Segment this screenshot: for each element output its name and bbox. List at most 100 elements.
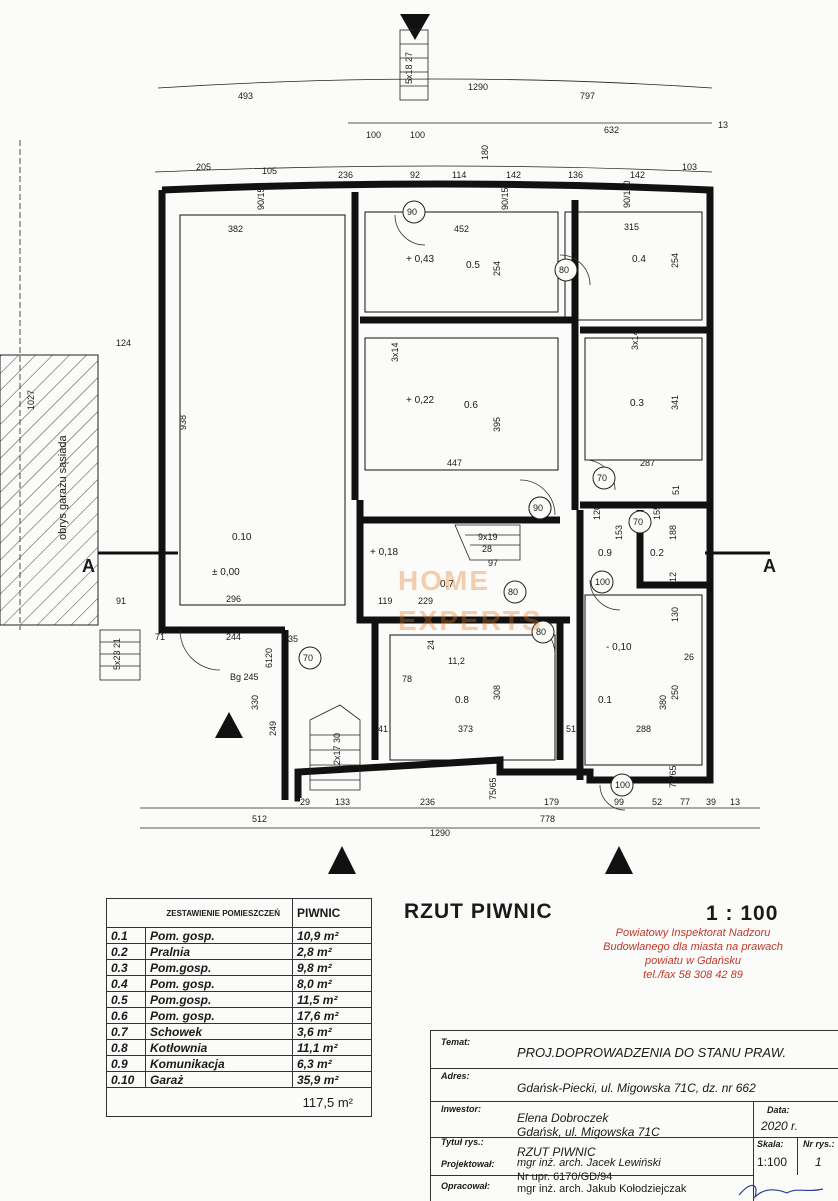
dimension-label: 452	[454, 224, 469, 234]
dimension-label: 124	[116, 338, 131, 348]
dimension-label: 296	[226, 594, 241, 604]
room-level: ± 0,00	[212, 567, 240, 578]
schedule-row-name: Kotłownia	[145, 1039, 293, 1056]
tb-nr: 1	[815, 1155, 822, 1169]
tb-nr-label: Nr rys.:	[803, 1139, 835, 1149]
dimension-label: 12	[668, 572, 678, 582]
dimension-label: 97	[488, 558, 498, 568]
schedule-row-number: 0.9	[106, 1055, 146, 1072]
dimension-label: 632	[604, 125, 619, 135]
watermark-line-1: HOME	[398, 565, 490, 596]
stamp-line-1: Powiatowy Inspektorat Nadzoru	[615, 927, 771, 939]
dimension-label: 92	[410, 170, 420, 180]
door-label: 100	[615, 780, 630, 790]
dimension-label: 236	[338, 170, 353, 180]
door-marker	[590, 570, 614, 594]
dimension-label: 315	[624, 222, 639, 232]
schedule-row-name: Pom. gosp.	[145, 975, 293, 992]
schedule-row-name: Komunikacja	[145, 1055, 293, 1072]
dimension-label: 382	[228, 224, 243, 234]
schedule-row-area: 3,6 m²	[292, 1023, 372, 1040]
dimension-label: 447	[447, 458, 462, 468]
dimension-label: 395	[492, 417, 502, 432]
dimension-label: 244	[226, 632, 241, 642]
dimension-label: 493	[238, 91, 253, 101]
dimension-label: 29	[300, 797, 310, 807]
dimension-label: 120	[592, 505, 602, 520]
tb-tytul: RZUT PIWNIC	[517, 1145, 596, 1159]
room-level: + 0,43	[406, 254, 435, 265]
dimension-label: 100	[366, 130, 381, 140]
dimension-label: 100	[410, 130, 425, 140]
dimension-label: 180	[480, 145, 490, 160]
dimension-label: 24	[426, 640, 436, 650]
tb-opracowal-label: Opracował:	[441, 1181, 491, 1191]
room-number: 0.4	[632, 254, 646, 265]
door-marker	[628, 510, 652, 534]
dimension-label: 51	[671, 485, 681, 495]
door-label: 90	[533, 503, 543, 513]
room-number: 0.10	[232, 532, 252, 543]
door-marker	[531, 620, 555, 644]
tb-data-label: Data:	[767, 1105, 790, 1115]
dimension-label: 250	[670, 685, 680, 700]
room-number: 0.3	[630, 398, 644, 409]
dimension-label: 13	[730, 797, 740, 807]
door-marker	[554, 258, 578, 282]
dimension-label: 35	[288, 634, 298, 644]
opening-label: 3x14	[630, 330, 640, 350]
schedule-row-number: 0.6	[106, 1007, 146, 1024]
dimension-label: 778	[540, 814, 555, 824]
floor-plan: A A obrys garażu sąsiada 0.10± 0,000.5+ …	[0, 14, 776, 874]
dimension-label: 51	[566, 724, 576, 734]
dimension-label: 287	[640, 458, 655, 468]
dimension-label: 103	[682, 162, 697, 172]
door-swings	[179, 214, 626, 811]
room-level: + 0,22	[406, 395, 435, 406]
tb-adres: Gdańsk-Piecki, ul. Migowska 71C, dz. nr …	[517, 1081, 756, 1095]
dimension-label: 1027	[26, 390, 36, 410]
tb-data: 2020 r.	[761, 1119, 798, 1133]
schedule-total: 117,5 m²	[106, 1087, 372, 1117]
inspectorate-stamp: Powiatowy Inspektorat Nadzoru Budowlaneg…	[578, 926, 808, 982]
dimension-label: 119	[378, 596, 392, 606]
schedule-row-area: 6,3 m²	[292, 1055, 372, 1072]
dimension-label: 71	[155, 632, 165, 642]
title-block: Temat: PROJ.DOPROWADZENIA DO STANU PRAW.…	[430, 1030, 838, 1201]
opening-label: Bg 245	[230, 672, 259, 682]
room-number: 0.9	[598, 548, 612, 559]
dimension-label: 133	[335, 797, 350, 807]
dimension-label: 77	[680, 797, 690, 807]
opening-label: 90/150	[622, 180, 632, 208]
schedule-row-name: Pom.gosp.	[145, 959, 293, 976]
opening-label: 75/65	[668, 765, 678, 788]
opening-label: 3x14	[390, 342, 400, 362]
dimension-label: 249	[268, 721, 278, 736]
schedule-row-area: 9,8 m²	[292, 959, 372, 976]
dimension-label: 105	[262, 166, 277, 176]
direction-marker-top	[400, 14, 430, 40]
direction-marker-left	[215, 712, 243, 738]
dimension-label: 229	[418, 596, 433, 606]
schedule-row-name: Pralnia	[145, 943, 293, 960]
dimension-label: 512	[252, 814, 267, 824]
room-level: + 0,18	[370, 547, 399, 558]
dimension-label: 1290	[430, 828, 450, 838]
dimension-label: 1290	[468, 82, 488, 92]
door-marker	[610, 773, 634, 797]
walls	[158, 180, 714, 802]
tb-projektowal-2: Nr upr. 6170/GD/94	[517, 1171, 613, 1183]
room-number: 0.8	[455, 695, 469, 706]
stamp-line-3: powiatu w Gdańsku	[645, 955, 741, 967]
schedule-row-number: 0.5	[106, 991, 146, 1008]
dimension-label: 254	[492, 261, 502, 276]
schedule-row-area: 10,9 m²	[292, 927, 372, 944]
room-number: 0.7	[440, 579, 454, 590]
section-mark-right: A	[763, 556, 776, 576]
dimension-label: 142	[506, 170, 521, 180]
schedule-row-number: 0.3	[106, 959, 146, 976]
